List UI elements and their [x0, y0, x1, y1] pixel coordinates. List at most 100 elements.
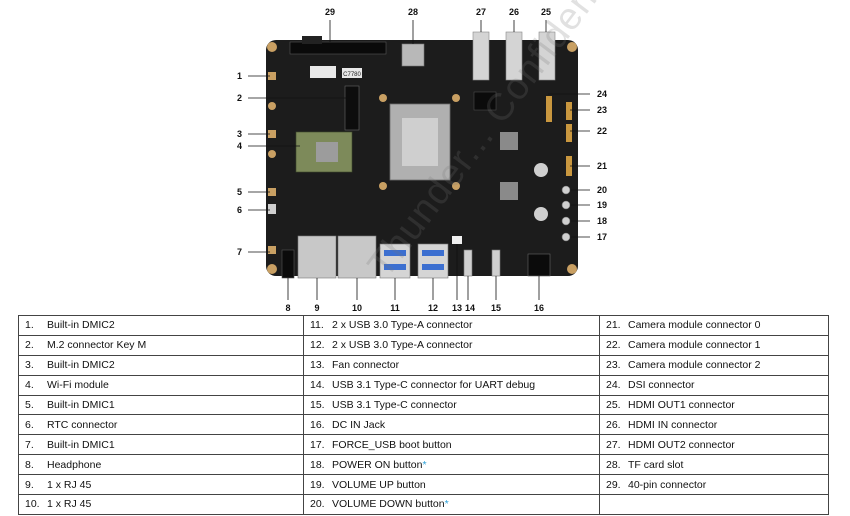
usb-c-uart-debug	[463, 249, 473, 277]
board-figure: C7780	[237, 7, 607, 313]
item-label: 2 x USB 3.0 Type-A connector	[332, 339, 473, 352]
volume-up-button	[561, 200, 571, 210]
callout-29: 29	[325, 7, 335, 17]
mount-hole	[567, 264, 577, 274]
item-label: Built-in DMIC2	[47, 359, 115, 372]
item-label: 1 x RJ 45	[47, 478, 92, 491]
table-cell: 14.USB 3.1 Type-C connector for UART deb…	[303, 374, 600, 396]
callout-9: 9	[314, 303, 319, 313]
table-row: 5. Built-in DMIC1 15.USB 3.1 Type-C connec…	[18, 394, 829, 416]
mount-hole	[268, 102, 276, 110]
item-number: 1.	[25, 319, 34, 332]
callout-25: 25	[541, 7, 551, 17]
soc-die	[402, 118, 438, 166]
usb-a-tongue	[384, 264, 406, 270]
table-cell: 9.1 x RJ 45	[18, 474, 304, 496]
callout-20: 20	[597, 185, 607, 195]
table-cell: 2. M.2 connector Key M	[18, 334, 304, 356]
callout-27: 27	[476, 7, 486, 17]
callout-10: 10	[352, 303, 362, 313]
force-usb-button	[561, 232, 571, 242]
callout-2: 2	[237, 93, 242, 103]
callout-3: 3	[237, 129, 242, 139]
mount-hole	[268, 150, 276, 158]
mount-hole	[379, 182, 387, 190]
item-label: USB 3.1 Type-C connector	[332, 399, 457, 411]
callout-15: 15	[491, 303, 501, 313]
callout-6: 6	[237, 205, 242, 215]
table-cell: 7.Built-in DMIC1	[18, 434, 304, 456]
item-label: VOLUME DOWN button	[332, 498, 445, 511]
item-number: 25.	[606, 399, 621, 411]
item-number: 24.	[606, 379, 621, 392]
table-cell: 17.FORCE_USB boot button	[303, 434, 600, 456]
callout-1: 1	[237, 71, 242, 81]
table-cell: 24.DSI connector	[599, 374, 829, 396]
footnote-marker: *	[444, 498, 449, 511]
camera-connector-0	[566, 156, 572, 176]
item-number: 8.	[25, 458, 34, 471]
item-number: 20.	[310, 498, 325, 511]
usb-a-tongue	[422, 264, 444, 270]
fan-connector	[452, 236, 462, 244]
board-capacitor	[534, 163, 548, 177]
item-label: Headphone	[47, 458, 102, 471]
usb-a-connector	[379, 243, 411, 279]
callout-7: 7	[237, 247, 242, 257]
usb-a-tongue	[422, 250, 444, 256]
table-cell	[599, 494, 829, 515]
table-cell: 26.HDMI IN connector	[599, 414, 829, 436]
table-cell: 27.HDMI OUT2 connector	[599, 434, 829, 456]
table-cell: 6.RTC connector	[18, 414, 304, 436]
item-number: 27.	[606, 438, 621, 451]
dmic2	[268, 72, 276, 80]
dmic2	[268, 130, 276, 138]
callout-11: 11	[390, 303, 400, 313]
item-number: 2.	[25, 339, 34, 352]
callout-lines	[248, 20, 590, 300]
callout-4: 4	[237, 141, 242, 151]
wifi-shield	[316, 142, 338, 162]
item-number: 23.	[606, 359, 621, 372]
table-cell: 18.POWER ON button*	[303, 454, 600, 476]
legend-body: 1. Built-in DMIC2 11. 2 x USB 3.0 Type-A co…	[18, 315, 829, 515]
item-label: 1 x RJ 45	[47, 498, 92, 511]
item-number: 11.	[310, 319, 324, 332]
table-cell: 5. Built-in DMIC1	[18, 394, 304, 416]
connector-legend-table: 1. Built-in DMIC2 11. 2 x USB 3.0 Type-A co…	[18, 315, 829, 515]
volume-down-button	[561, 216, 571, 226]
board-capacitor	[534, 207, 548, 221]
item-label: TF card slot	[628, 458, 684, 471]
table-cell: 20. VOLUME DOWN button*	[303, 494, 600, 515]
power-on-button	[561, 185, 571, 195]
usb-c-connector	[491, 249, 501, 277]
board-label-text: C7780	[343, 72, 361, 78]
item-number: 5.	[25, 399, 34, 411]
headphone-jack	[281, 249, 295, 279]
item-label: M.2 connector Key M	[47, 339, 147, 352]
table-cell: 15.USB 3.1 Type-C connector	[303, 394, 600, 416]
item-label: Camera module connector 0	[628, 319, 761, 332]
item-number: 18.	[310, 458, 325, 471]
item-number: 3.	[25, 359, 34, 372]
item-number: 16.	[310, 418, 325, 431]
item-label: FORCE_USB boot button	[332, 438, 452, 451]
item-number: 7.	[25, 438, 34, 451]
mount-hole	[567, 42, 577, 52]
table-cell: 19.VOLUME UP button	[303, 474, 600, 496]
item-number: 22.	[606, 339, 621, 352]
table-cell: 21.Camera module connector 0	[599, 315, 829, 336]
item-label: 40-pin connector	[628, 478, 707, 491]
mount-hole	[379, 94, 387, 102]
mount-hole	[267, 264, 277, 274]
rj45-connector	[297, 235, 337, 279]
callout-28: 28	[408, 7, 418, 17]
rj45-connector	[337, 235, 377, 279]
item-label: Built-in DMIC1	[47, 399, 115, 411]
item-number: 14.	[310, 379, 325, 392]
